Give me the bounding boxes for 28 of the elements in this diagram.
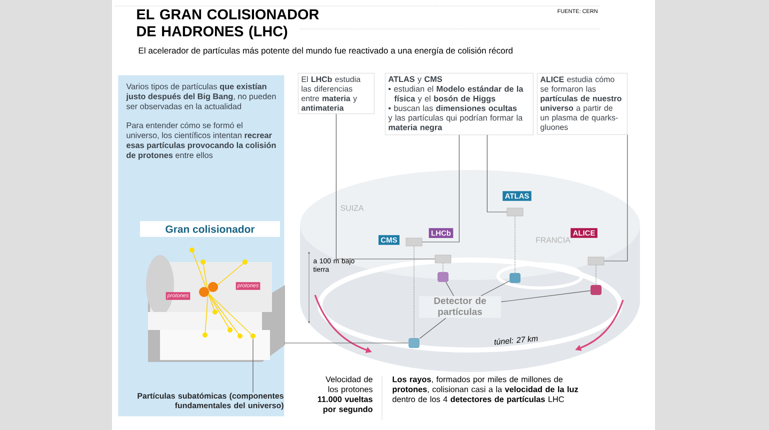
leader-line bbox=[514, 216, 516, 274]
particle-icon bbox=[250, 334, 256, 338]
leader-line bbox=[486, 134, 508, 212]
camera-icon bbox=[588, 256, 604, 266]
leader-line bbox=[284, 342, 409, 344]
camera-icon bbox=[434, 254, 452, 264]
detector-icon bbox=[510, 273, 520, 283]
camera-icon bbox=[506, 208, 524, 216]
leader-line bbox=[336, 114, 436, 260]
leader-line bbox=[419, 318, 446, 339]
detector-icon bbox=[408, 338, 420, 348]
camera-icon bbox=[406, 238, 422, 246]
note: Los rayos, formados por miles de millones de protones, colisionan casi a la velocidad de la luz dentro de los 4 detectores de partículas LHC bbox=[392, 376, 578, 404]
detector-icon bbox=[438, 272, 448, 282]
leader-line bbox=[252, 338, 254, 393]
heading-box: Gran colisionador bbox=[140, 221, 280, 237]
leader-line bbox=[442, 262, 444, 272]
leader-line bbox=[480, 280, 510, 296]
leader-line bbox=[500, 290, 591, 302]
speed-note: Velocidad de los protones 11.000 vueltas por segundo bbox=[318, 376, 372, 414]
subtitle: El acelerador de partículas más potente del mundo fue reactivado a una energía de colisión récord bbox=[138, 47, 512, 56]
text-box: ATLAS y CMS • estudian el Modelo estándar de la física y el bosón de Higgs • buscan las dimensiones ocultas y las partículas qui podrían formar la materia negra bbox=[385, 73, 534, 136]
leader-line bbox=[604, 134, 628, 262]
leader-line bbox=[422, 134, 460, 242]
leader-line bbox=[446, 282, 454, 296]
callout-text: Detector de partículas bbox=[419, 296, 501, 318]
detector-icon bbox=[590, 285, 602, 295]
title: EL GRAN COLISIONADOR DE HADRONES (LHC) bbox=[137, 9, 319, 40]
